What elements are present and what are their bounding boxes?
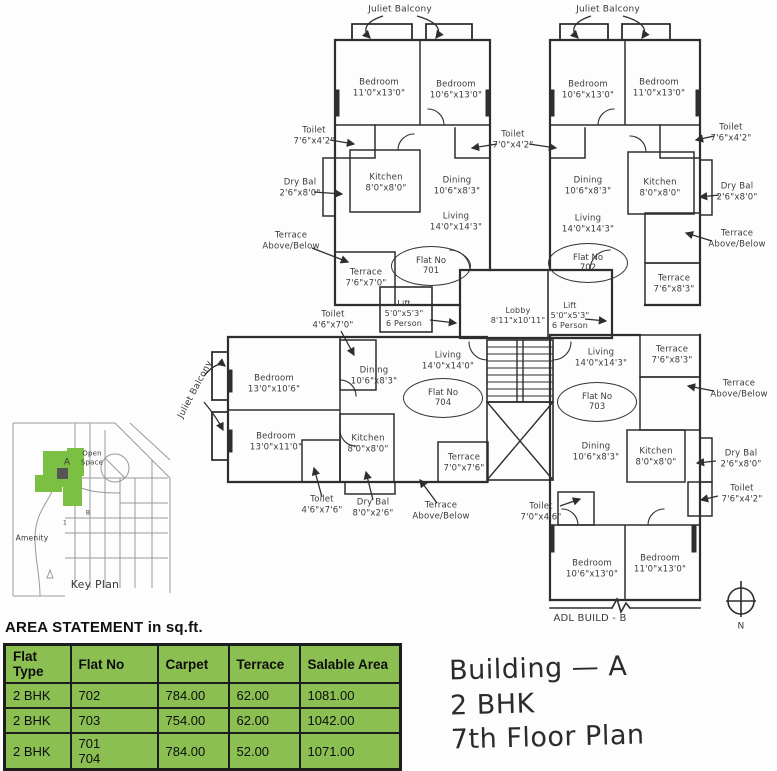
table-cell: 2 BHK	[3, 682, 72, 709]
annotation-arrows	[203, 15, 720, 507]
room-label: ADL BUILD - B	[553, 612, 627, 624]
room-label: Terrace 7'6"x8'3"	[651, 344, 693, 365]
room-label: Bedroom 13'0"x10'6"	[247, 373, 301, 394]
column-header: Flat No	[69, 643, 159, 684]
room-label: Dry Bal 8'0"x2'6"	[352, 497, 394, 518]
room-label: Toilet 7'0"x4'2"	[492, 129, 534, 150]
room-label: Bedroom 10'6"x13'0"	[429, 79, 483, 100]
room-label: Living 14'0"x14'3"	[574, 347, 628, 368]
floor-title: 7th Floor Plan	[450, 719, 645, 756]
table-cell: 1081.00	[298, 682, 402, 709]
room-label: Dining 10'6"x8'3"	[350, 365, 398, 386]
room-label: Toilet 4'6"x7'6"	[301, 494, 343, 515]
room-label: Bedroom 10'6"x13'0"	[561, 79, 615, 100]
flat-number-oval: Flat No 701	[391, 246, 471, 286]
room-label: Toilet 7'0"x4'6"	[520, 501, 562, 522]
table-cell: 784.00	[156, 732, 230, 771]
flat-type-title: 2 BHK	[449, 687, 536, 722]
table-cell: 62.00	[227, 682, 301, 709]
table-cell: 702	[69, 682, 159, 709]
room-label: Living 14'0"x14'0"	[421, 350, 475, 371]
room-label: Dry Bal 2'6"x8'0"	[720, 448, 762, 469]
room-label: Lobby 8'11"x10'11"	[490, 306, 546, 325]
table-cell: 703	[69, 707, 159, 734]
room-label: Lift 5'0"x5'3" 6 Person	[550, 301, 590, 330]
room-label: Toilet 4'6"x7'0"	[312, 309, 354, 330]
table-cell: 2 BHK	[3, 732, 72, 771]
north-compass-icon	[726, 581, 756, 617]
room-label: Juliet Balcony	[576, 4, 640, 15]
flat-number-oval: Flat No 704	[403, 378, 483, 418]
column-header: Salable Area	[298, 643, 402, 684]
room-label: Kitchen 8'0"x8'0"	[635, 446, 677, 467]
room-label: Terrace Above/Below	[708, 228, 766, 249]
table-cell: 62.00	[227, 707, 301, 734]
room-label: Dining 10'6"x8'3"	[572, 441, 620, 462]
table-cell: 52.00	[227, 732, 301, 771]
room-label: Bedroom 11'0"x13'0"	[632, 77, 686, 98]
room-label: Bedroom 11'0"x13'0"	[352, 77, 406, 98]
key-plan-label: Amenity	[15, 533, 49, 543]
room-label: Bedroom 10'6"x13'0"	[565, 558, 619, 579]
room-label: Juliet Balcony	[368, 4, 432, 15]
building-title: Building — A	[448, 650, 628, 687]
table-cell: 1042.00	[298, 707, 402, 734]
title-block: Building — A 2 BHK 7th Floor Plan	[449, 649, 645, 758]
room-label: Living 14'0"x14'3"	[561, 213, 615, 234]
key-plan-label: Open Space	[80, 449, 104, 466]
room-label: Terrace Above/Below	[262, 230, 320, 251]
column-header: Flat Type	[3, 643, 72, 684]
table-cell: 1071.00	[298, 732, 402, 771]
building-walls	[211, 23, 713, 615]
room-label: Kitchen 8'0"x8'0"	[639, 177, 681, 198]
room-label: Kitchen 8'0"x8'0"	[347, 433, 389, 454]
room-label: Terrace 7'0"x7'6"	[443, 452, 485, 473]
room-label: Toilet 7'6"x4'2"	[710, 122, 752, 143]
key-plan-label: A	[63, 457, 71, 468]
flat-number-oval: Flat No 702	[548, 243, 628, 283]
room-label: Dining 10'6"x8'3"	[433, 175, 481, 196]
room-label: Terrace Above/Below	[710, 378, 768, 399]
room-label: Dry Bal 2'6"x8'0"	[716, 181, 758, 202]
table-cell: 2 BHK	[3, 707, 72, 734]
room-label: Bedroom 11'0"x13'0"	[633, 553, 687, 574]
room-label: Juliet Balcony	[176, 359, 215, 421]
room-label: N	[737, 621, 745, 632]
room-label: Toilet 7'6"x4'2"	[721, 483, 763, 504]
table-cell: 784.00	[156, 682, 230, 709]
room-label: Lift 5'0"x5'3" 6 Person	[384, 299, 424, 328]
table-cell: 701 704	[69, 732, 159, 771]
table-cell: 754.00	[156, 707, 230, 734]
room-label: Dining 10'6"x8'3"	[564, 175, 612, 196]
key-plan-label: 1	[62, 519, 68, 527]
room-label: Toilet 7'6"x4'2"	[293, 125, 335, 146]
room-label: Dry Bal 2'6"x8'0"	[279, 177, 321, 198]
room-label: Bedroom 13'0"x11'0"	[249, 431, 303, 452]
room-label: Terrace Above/Below	[412, 500, 470, 521]
key-plan-label: B	[85, 509, 91, 517]
room-label: Kitchen 8'0"x8'0"	[365, 172, 407, 193]
room-label: Terrace 7'6"x8'3"	[653, 273, 695, 294]
area-statement-heading: AREA STATEMENT in sq.ft.	[5, 619, 203, 636]
column-header: Terrace	[227, 643, 301, 684]
room-label: Terrace 7'6"x7'0"	[345, 267, 387, 288]
flat-number-oval: Flat No 703	[557, 382, 637, 422]
key-plan-label: Key Plan	[70, 578, 120, 592]
column-header: Carpet	[156, 643, 230, 684]
room-label: Living 14'0"x14'3"	[429, 211, 483, 232]
key-plan-map	[12, 422, 171, 597]
